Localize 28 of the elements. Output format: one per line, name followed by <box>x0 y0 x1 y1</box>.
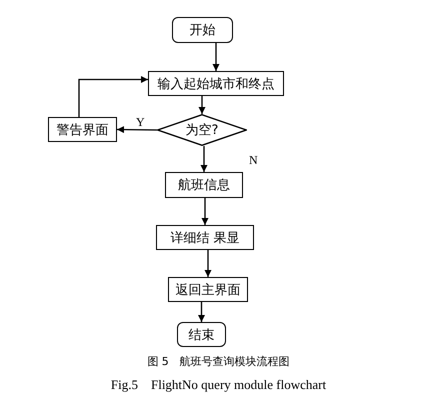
process-box <box>168 277 248 302</box>
arrow <box>202 198 208 225</box>
box-text: 航班信息 <box>178 177 230 194</box>
box-text: 返回主界面 <box>176 282 240 298</box>
box-text: 详细结 果显 <box>170 230 240 246</box>
arrow <box>78 76 148 117</box>
box-text: 开始 <box>190 22 216 39</box>
box-text: 结束 <box>188 326 214 344</box>
arrow <box>212 43 220 71</box>
process-box <box>148 71 284 96</box>
arrow <box>198 302 205 322</box>
box-text: 警告界面 <box>56 122 108 138</box>
process-box <box>156 225 254 250</box>
process-box <box>165 172 243 198</box>
arrow <box>117 126 157 134</box>
edge-label: N <box>248 154 259 167</box>
arrow <box>198 96 206 114</box>
terminal-box <box>177 322 226 347</box>
box-text: 为空? <box>186 122 218 139</box>
box-text: 输入起始城市和终点 <box>158 76 274 92</box>
terminal-box <box>172 17 233 43</box>
process-box <box>48 117 117 142</box>
figure-caption: Fig.5 FlightNo query module flowchart <box>110 377 326 392</box>
decision-diamond <box>157 114 247 146</box>
edge-label: Y <box>135 116 146 129</box>
arrow <box>200 146 208 172</box>
figure-caption: 图 5 航班号查询模块流程图 <box>147 355 290 368</box>
arrow <box>204 250 212 277</box>
